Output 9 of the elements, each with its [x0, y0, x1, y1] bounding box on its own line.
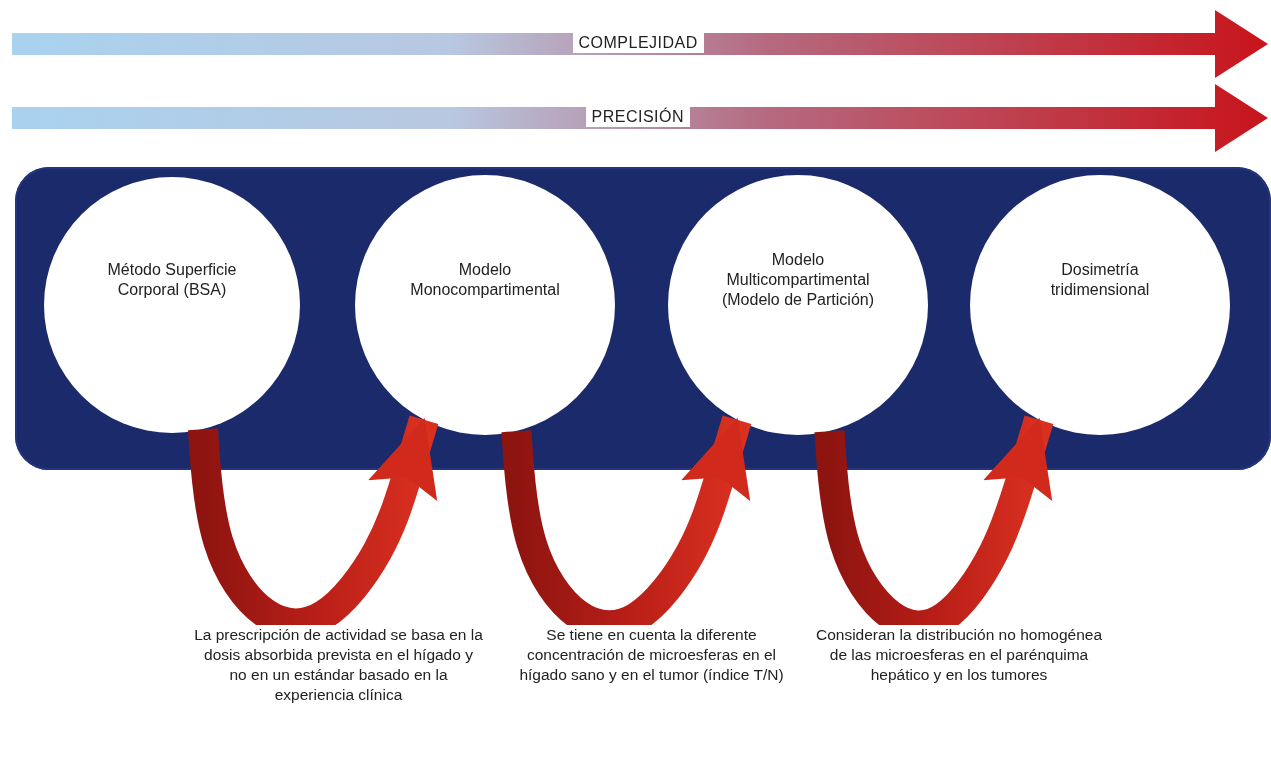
edge-label: Consideran la distribución no homogénea de las microesferas en el parénquima hepático y en los tumores: [814, 625, 1104, 686]
node-label: Dosimetría tridimensional: [1049, 260, 1151, 300]
node-label: Método Superficie Corporal (BSA): [106, 260, 238, 300]
node-label: Modelo Multicompartimental (Modelo de Partición): [720, 250, 876, 310]
background-panel: [15, 167, 1271, 470]
arrow-label: COMPLEJIDAD: [572, 33, 704, 53]
arrow-label: PRECISIÓN: [585, 107, 690, 127]
edge-label: La prescripción de actividad se basa en la dosis absorbida prevista en el hígado y no en un estándar basado en la experiencia clínica: [193, 625, 484, 706]
node-label: Modelo Monocompartimental: [409, 260, 561, 300]
